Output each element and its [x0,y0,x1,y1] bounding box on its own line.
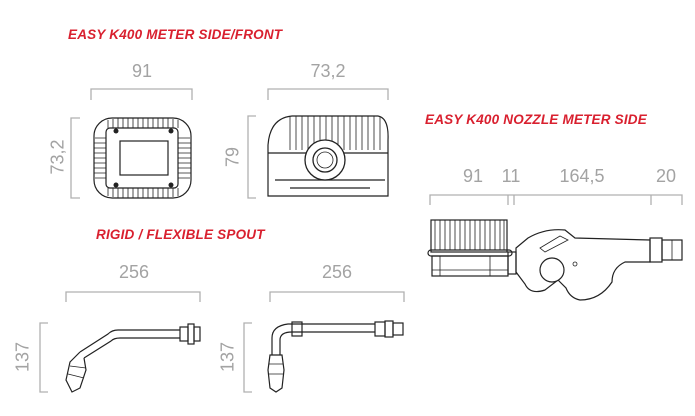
meter-side-width-label: 73,2 [310,61,346,81]
nozzle-dim-body: 164,5 [559,166,605,186]
nozzle-dim-coupling: 11 [501,166,521,186]
nozzle-dim-end: 20 [655,166,677,186]
dimension-brackets [39,88,683,393]
rigid-spout-drawing [65,323,201,393]
meter-side-drawing [267,115,389,197]
flexible-spout-width-label: 256 [321,262,353,282]
meter-side-front-title: EASY K400 METER SIDE/FRONT [68,27,283,42]
flexible-spout-drawing [267,320,404,393]
nozzle-drawing [427,219,683,301]
rigid-spout-width-label: 256 [118,262,150,282]
meter-front-drawing [93,117,192,199]
nozzle-dim-meter: 91 [462,166,484,186]
meter-front-width-label: 91 [131,61,153,81]
nozzle-meter-side-title: EASY K400 NOZZLE METER SIDE [425,112,647,127]
spout-title: RIGID / FLEXIBLE SPOUT [96,227,265,242]
